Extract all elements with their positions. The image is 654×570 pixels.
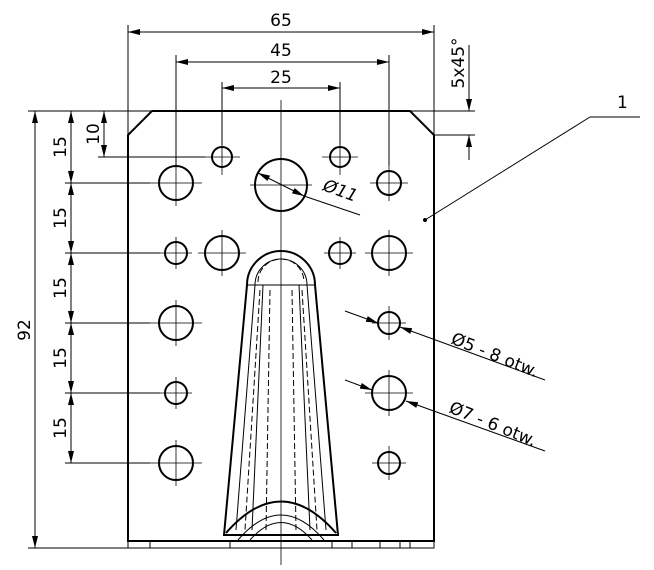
dim-92: 92 xyxy=(15,319,35,341)
part-number: 1 xyxy=(617,93,628,113)
dim-15: 15 xyxy=(51,136,71,158)
stiffening-rib xyxy=(222,250,340,541)
holes xyxy=(158,146,407,481)
callout-holes-7: Ø7 - 6 otw. xyxy=(446,398,539,451)
leader-lines xyxy=(257,116,640,452)
callout-holes-5: Ø5 - 8 otw. xyxy=(448,329,541,382)
horizontal-dimensions xyxy=(127,25,435,165)
dim-15: 15 xyxy=(51,417,71,439)
callout-hole-11: Ø11 xyxy=(319,176,360,207)
dim-chamfer: 5x45° xyxy=(449,37,469,88)
dim-65: 65 xyxy=(270,11,292,31)
dim-10: 10 xyxy=(84,123,104,145)
dim-15: 15 xyxy=(51,207,71,229)
dim-15: 15 xyxy=(51,347,71,369)
dim-45: 45 xyxy=(270,41,292,61)
dim-15: 15 xyxy=(51,277,71,299)
dim-25: 25 xyxy=(270,68,292,88)
vertical-dimensions xyxy=(28,45,475,549)
